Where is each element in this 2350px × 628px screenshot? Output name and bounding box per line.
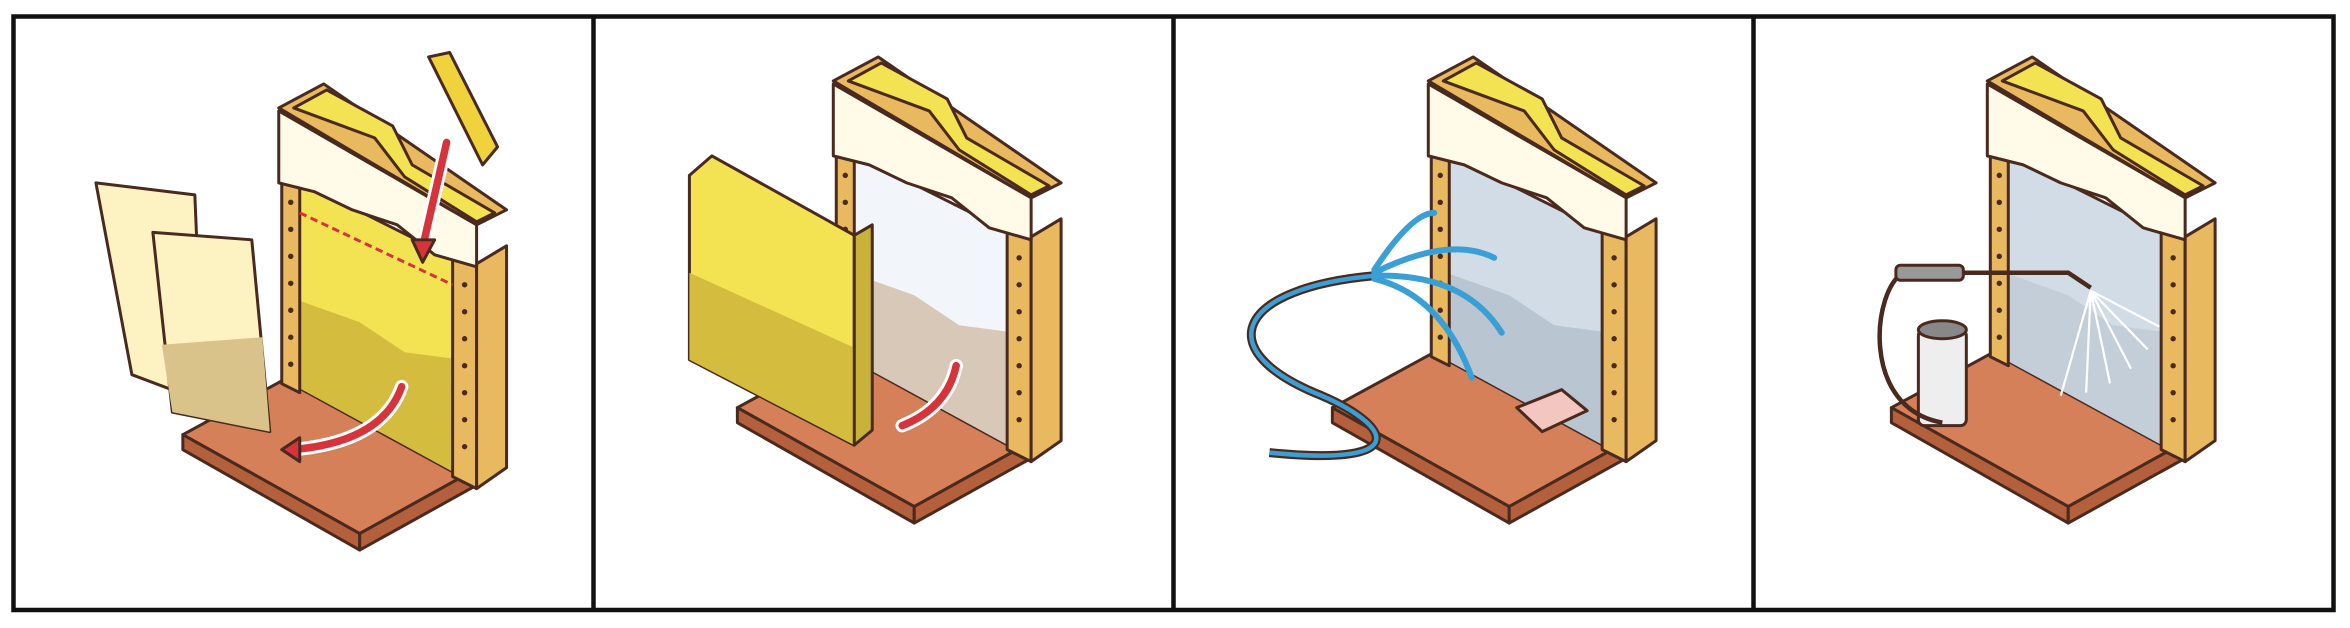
nail [1437,199,1443,206]
drywall-stain [161,337,270,432]
water-spray [1371,275,1475,381]
nail [461,363,468,369]
insulation-shade [689,272,855,446]
nail [2170,416,2176,423]
water-spray [1371,246,1498,276]
header-drywall [1426,82,1628,242]
spray-mist [2089,289,2149,351]
spray-mist [2090,289,2160,328]
nail [2170,336,2176,342]
cut-line [299,211,454,287]
top-insulation [2000,61,2205,197]
nail [1611,255,1617,261]
top-insulation [292,88,497,224]
nail [2170,309,2176,315]
header-drywall [831,82,1033,242]
remove-arrow [898,361,960,430]
sprayer-tank-icon [1916,328,1968,428]
water-spray [1371,272,1505,336]
spray-mist [2085,290,2092,393]
nail [1016,282,1022,288]
panel-step-4 [1877,55,2217,525]
nail [1611,336,1617,342]
post-side [2183,217,2217,464]
nail [1996,199,2002,206]
remove-arrow [288,382,406,454]
nail [1016,255,1022,261]
nail [1611,416,1617,423]
spray-wand-handle [1894,263,1965,282]
nail [461,443,468,450]
nail [1437,172,1443,179]
nail [1996,172,2002,179]
nail [1016,389,1022,396]
wall-lower [851,272,1017,450]
spray-mist [2089,290,2112,384]
arrow-head [410,238,437,264]
nail [1437,253,1443,259]
sponge-icon [1515,388,1589,434]
nail [2170,363,2176,369]
nail [1016,416,1022,423]
nail [288,334,294,340]
top-insulation [1441,61,1646,197]
tank-cap [1916,319,1968,341]
nail [1611,309,1617,315]
nail [1611,282,1617,288]
spray-mist [2059,290,2092,396]
nail [1996,307,2002,313]
nail [288,361,294,367]
top-insulation [846,61,1051,197]
arrow-head [280,436,302,464]
wall-lower [296,299,462,477]
nail [2170,282,2176,288]
nail [288,280,294,286]
nail [288,307,294,313]
header-drywall [1985,82,2187,242]
nail [1437,226,1443,233]
panel-step-1 [94,50,509,552]
nail [461,389,468,396]
nail [1611,389,1617,396]
utility-knife-icon [427,50,500,167]
post-side [1624,217,1658,464]
nail [1996,334,2002,340]
nail [1996,280,2002,286]
nail [461,336,468,342]
nail [1611,363,1617,369]
nail [1437,334,1443,340]
nail [842,172,848,179]
nail [1016,363,1022,369]
nail [842,199,848,206]
nail [288,199,294,206]
panel-step-3 [1246,55,1658,525]
nail [1996,226,2002,233]
nail [288,253,294,259]
nail [288,226,294,233]
post-side [475,244,509,491]
post-side [1029,217,1063,464]
nail [1996,253,2002,259]
insulation-block-side [852,223,874,447]
nail [1437,307,1443,313]
nail [2170,389,2176,396]
nail [1016,336,1022,342]
panel-step-2 [687,55,1063,525]
nail [461,416,468,423]
spray-mist [2089,290,2132,370]
nail [461,282,468,288]
water-spray [1371,209,1438,273]
nail [2170,255,2176,261]
nail [1016,309,1022,315]
cut-arrow [418,138,451,252]
hose-icon [1249,273,1379,458]
nail [461,309,468,315]
